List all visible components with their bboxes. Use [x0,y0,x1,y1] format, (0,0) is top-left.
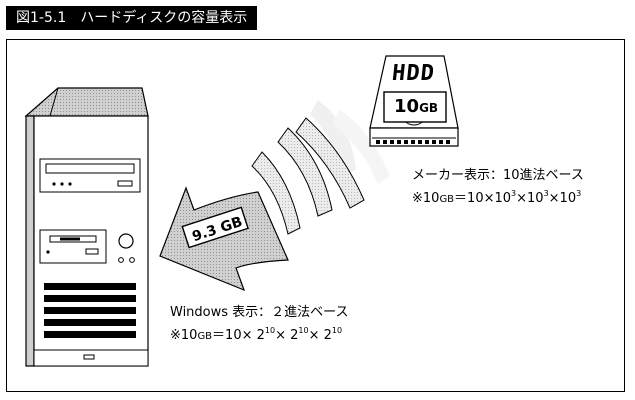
windows-times-2: × 2 [308,328,332,343]
hdd-capacity-value: 10 [394,96,420,117]
windows-times-1: × 2 [275,328,299,343]
maker-formula-eq: ＝10×10 [454,191,512,206]
maker-times-1: ×10 [516,191,544,206]
hdd-brand-label: HDD [390,61,437,86]
maker-exp-2: 3 [543,189,549,198]
windows-formula-eq: ＝10× 2 [212,328,265,343]
windows-exp-1: 10 [264,326,276,335]
maker-exp-3: 3 [576,189,582,198]
maker-formula-prefix: ※10 [412,191,440,206]
hdd-capacity-label: 10GB [394,96,438,119]
hdd-icon [369,55,459,147]
hdd-capacity-unit: GB [419,101,439,115]
maker-exp-1: 3 [511,189,517,198]
maker-times-2: ×10 [548,191,577,206]
maker-formula-unit: GB [439,194,455,205]
maker-heading: メーカー表示：10進法ベース [412,168,584,183]
windows-formula-unit: GB [197,331,213,342]
windows-formula-prefix: ※10 [170,328,198,343]
maker-formula: ※10GB＝10×103×103×103 [412,190,581,209]
big-arrow-icon [159,186,289,292]
figure-title: 図1-5.1 ハードディスクの容量表示 [6,6,258,30]
figure-frame [6,39,625,392]
windows-exp-2: 10 [298,326,309,335]
transfer-wave-icon [251,100,390,235]
windows-formula: ※10GB＝10× 210× 210× 210 [170,327,342,346]
windows-heading: Windows 表示：２進法ベース [170,305,349,320]
windows-exp-3: 10 [331,326,343,335]
pc-tower-icon [24,87,149,367]
